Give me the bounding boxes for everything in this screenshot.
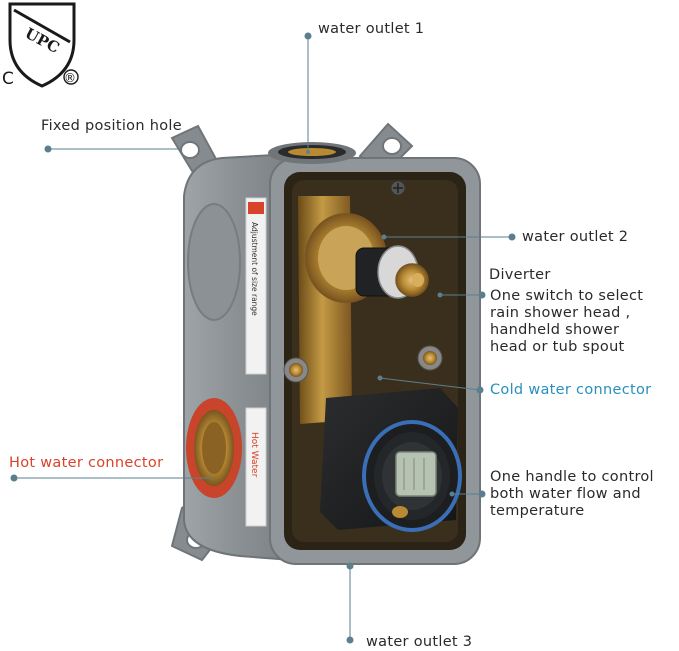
leader-dot-cold (476, 386, 484, 394)
label-handle-line1: One handle to control (490, 469, 654, 485)
sticker-hot-water-text: Hot Water (249, 432, 259, 478)
upc-logo-mark: UPC (22, 24, 63, 57)
label-cold-water-connector: Cold water connector (490, 382, 652, 398)
sticker-adjustment (245, 197, 267, 375)
label-hot-water-connector: Hot water connector (9, 455, 164, 471)
leader-dot-outlet-3 (346, 636, 354, 644)
upc-logo-c: C (2, 69, 14, 89)
label-diverter-line2: rain shower head , (490, 305, 631, 321)
upc-logo: UPC C ® (2, 2, 79, 89)
label-handle-line2: both water flow and (490, 486, 641, 502)
leader-dot-hot (10, 474, 18, 482)
label-diverter-title: Diverter (489, 267, 551, 283)
leader-lines (10, 32, 516, 644)
leader-dot-outlet-1 (304, 32, 312, 40)
label-fixed-position-hole: Fixed position hole (41, 118, 182, 134)
sticker-adjustment-text: Adjustment of size range (250, 222, 259, 316)
label-water-outlet-2: water outlet 2 (522, 229, 629, 245)
label-water-outlet-3: water outlet 3 (366, 634, 473, 650)
label-diverter-line3: handheld shower (490, 322, 620, 338)
label-water-outlet-1: water outlet 1 (318, 21, 425, 37)
leader-dot-outlet-2 (508, 233, 516, 241)
leader-dot-fixed-hole (44, 145, 52, 153)
label-diverter-line4: head or tub spout (490, 339, 625, 355)
label-diverter-line1: One switch to select (490, 288, 644, 304)
sticker-hot-water (245, 407, 267, 527)
valve-housing: Adjustment of size range Hot Water (170, 122, 481, 565)
label-handle-line3: temperature (490, 503, 585, 519)
side-plug (187, 203, 241, 321)
leader-dot-diverter (478, 291, 486, 299)
cartridge-stem (395, 451, 437, 497)
upc-logo-r: ® (64, 71, 76, 85)
leader-dot-handle (478, 490, 486, 498)
